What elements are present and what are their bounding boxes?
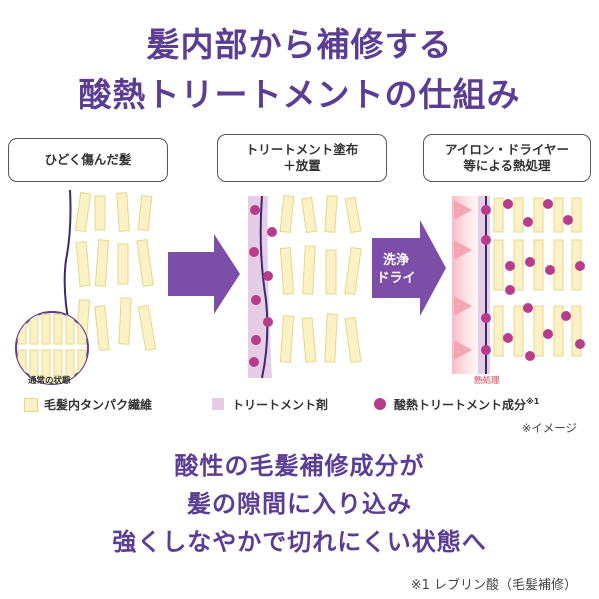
title-line-2: 酸熱トリートメントの仕組み — [78, 75, 521, 114]
arrow-2-label-line-2: ドライ — [376, 271, 415, 286]
legend-acid-sup: ※1 — [526, 397, 540, 406]
cuticle-line-2 — [259, 195, 269, 379]
summary-line-2: 髪の隙間に入り込み — [187, 490, 412, 518]
step-label-treatment: トリートメント塗布 ＋放置 — [217, 134, 387, 182]
step-label-heat-line-1: アイロン・ドライヤー — [444, 142, 569, 158]
step-label-treatment-line-2: ＋放置 — [283, 158, 321, 173]
title-line-1: 髪内部から補修する — [146, 25, 453, 64]
panel-treatment-applied — [248, 195, 362, 379]
legend-acid-text: 酸熱トリートメント成分 — [394, 398, 527, 412]
legend-protein-label: 毛髪内タンパク繊維 — [44, 398, 153, 412]
legend-acid-dot — [374, 398, 386, 410]
legend-treatment-label: トリートメント剤 — [232, 398, 329, 412]
heat-label: 熱処理 — [474, 376, 500, 386]
image-note: ※イメージ — [521, 421, 577, 435]
step-label-treatment-line-1: トリートメント塗布 — [245, 142, 359, 158]
heat-arrows — [454, 200, 472, 360]
panel-damaged-hair — [15, 189, 157, 385]
normal-state-inset — [15, 311, 89, 385]
step-label-damaged-hair-text: ひどく傷んだ髪 — [44, 152, 132, 168]
arrow-2-label-line-1: 洗浄 — [383, 252, 409, 268]
summary-line-1: 酸性の毛髪補修成分が — [174, 452, 425, 480]
inset-label: 通常の状態 — [28, 376, 71, 386]
legend-protein-swatch — [24, 398, 38, 412]
hair-diagram: 洗浄 ドライ — [15, 189, 585, 385]
treatment-layer — [248, 196, 272, 378]
arrow-right-2 — [372, 220, 446, 316]
summary-line-3: 強くしなやかで切れにくい状態へ — [112, 528, 487, 556]
legend-treatment-swatch — [212, 398, 224, 410]
footnote: ※1 レブリン酸（毛髪補修） — [410, 578, 577, 593]
cuticle-line — [63, 189, 72, 331]
panel-heat-treated — [452, 196, 585, 374]
step-label-heat-treatment: アイロン・ドライヤー 等による熱処理 — [423, 134, 591, 182]
step-label-damaged-hair: ひどく傷んだ髪 — [8, 138, 168, 182]
arrow-right-1 — [168, 234, 240, 314]
step-label-heat-line-2: 等による熱処理 — [463, 158, 551, 173]
legend-acid-label: 酸熱トリートメント成分※1 — [394, 396, 539, 413]
